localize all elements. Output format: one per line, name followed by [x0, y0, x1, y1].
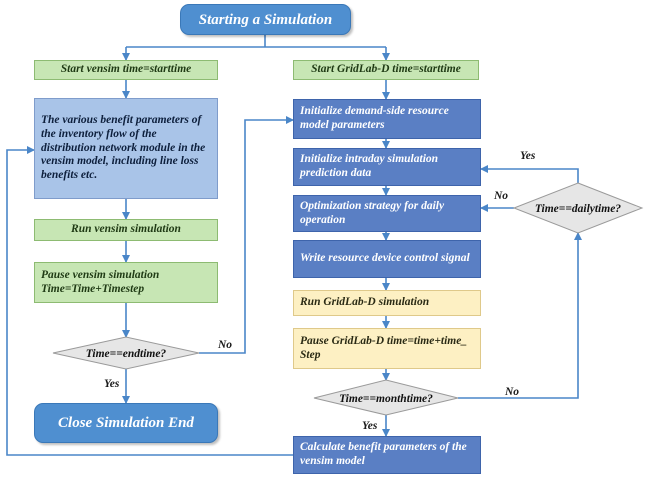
label-dailytime-yes: Yes: [520, 150, 536, 162]
label-endtime-no: No: [218, 339, 233, 351]
optimization-node: Optimization strategy for daily operatio…: [293, 195, 481, 232]
vensim-start-node: Start vensim time=starttime: [34, 60, 218, 80]
run-vensim-node: Run vensim simulation: [34, 219, 218, 241]
init-intraday-node: Initialize intraday simulation predictio…: [293, 148, 481, 186]
write-signal-node: Write resource device control signal: [293, 240, 481, 278]
decision-endtime-text: Time==endtime?: [86, 348, 167, 360]
init-demand-node: Initialize demand-side resource model pa…: [293, 99, 481, 139]
gridlab-start-node: Start GridLab-D time=starttime: [293, 60, 479, 80]
pause-vensim-node: Pause vensim simulation Time=Time+Timest…: [34, 262, 218, 303]
arrow-calc-benefit-loop: [6, 146, 293, 456]
decision-monthtime: Time==monthtime?: [313, 379, 459, 416]
calc-benefit-node: Calculate benefit parameters of the vens…: [293, 436, 481, 474]
arrow-dailytime-yes: [480, 165, 579, 183]
label-monthtime-no: No: [505, 386, 520, 398]
start-node: Starting a Simulation: [180, 4, 351, 35]
decision-dailytime: Time==dailytime?: [512, 182, 644, 234]
benefit-params-node: The various benefit parameters of the in…: [34, 98, 218, 199]
decision-endtime: Time==endtime?: [52, 336, 200, 370]
label-monthtime-yes: Yes: [362, 420, 378, 432]
arrow-endtime-no: [199, 116, 294, 354]
close-node: Close Simulation End: [34, 403, 218, 443]
run-gridlab-node: Run GridLab-D simulation: [293, 290, 481, 316]
pause-gridlab-node: Pause GridLab-D time=time+time_ Step: [293, 328, 481, 369]
label-endtime-yes: Yes: [104, 378, 120, 390]
label-dailytime-no: No: [494, 190, 509, 202]
decision-dailytime-text: Time==dailytime?: [535, 203, 621, 215]
decision-monthtime-text: Time==monthtime?: [339, 393, 433, 405]
arrow-monthtime-no: [458, 232, 582, 399]
